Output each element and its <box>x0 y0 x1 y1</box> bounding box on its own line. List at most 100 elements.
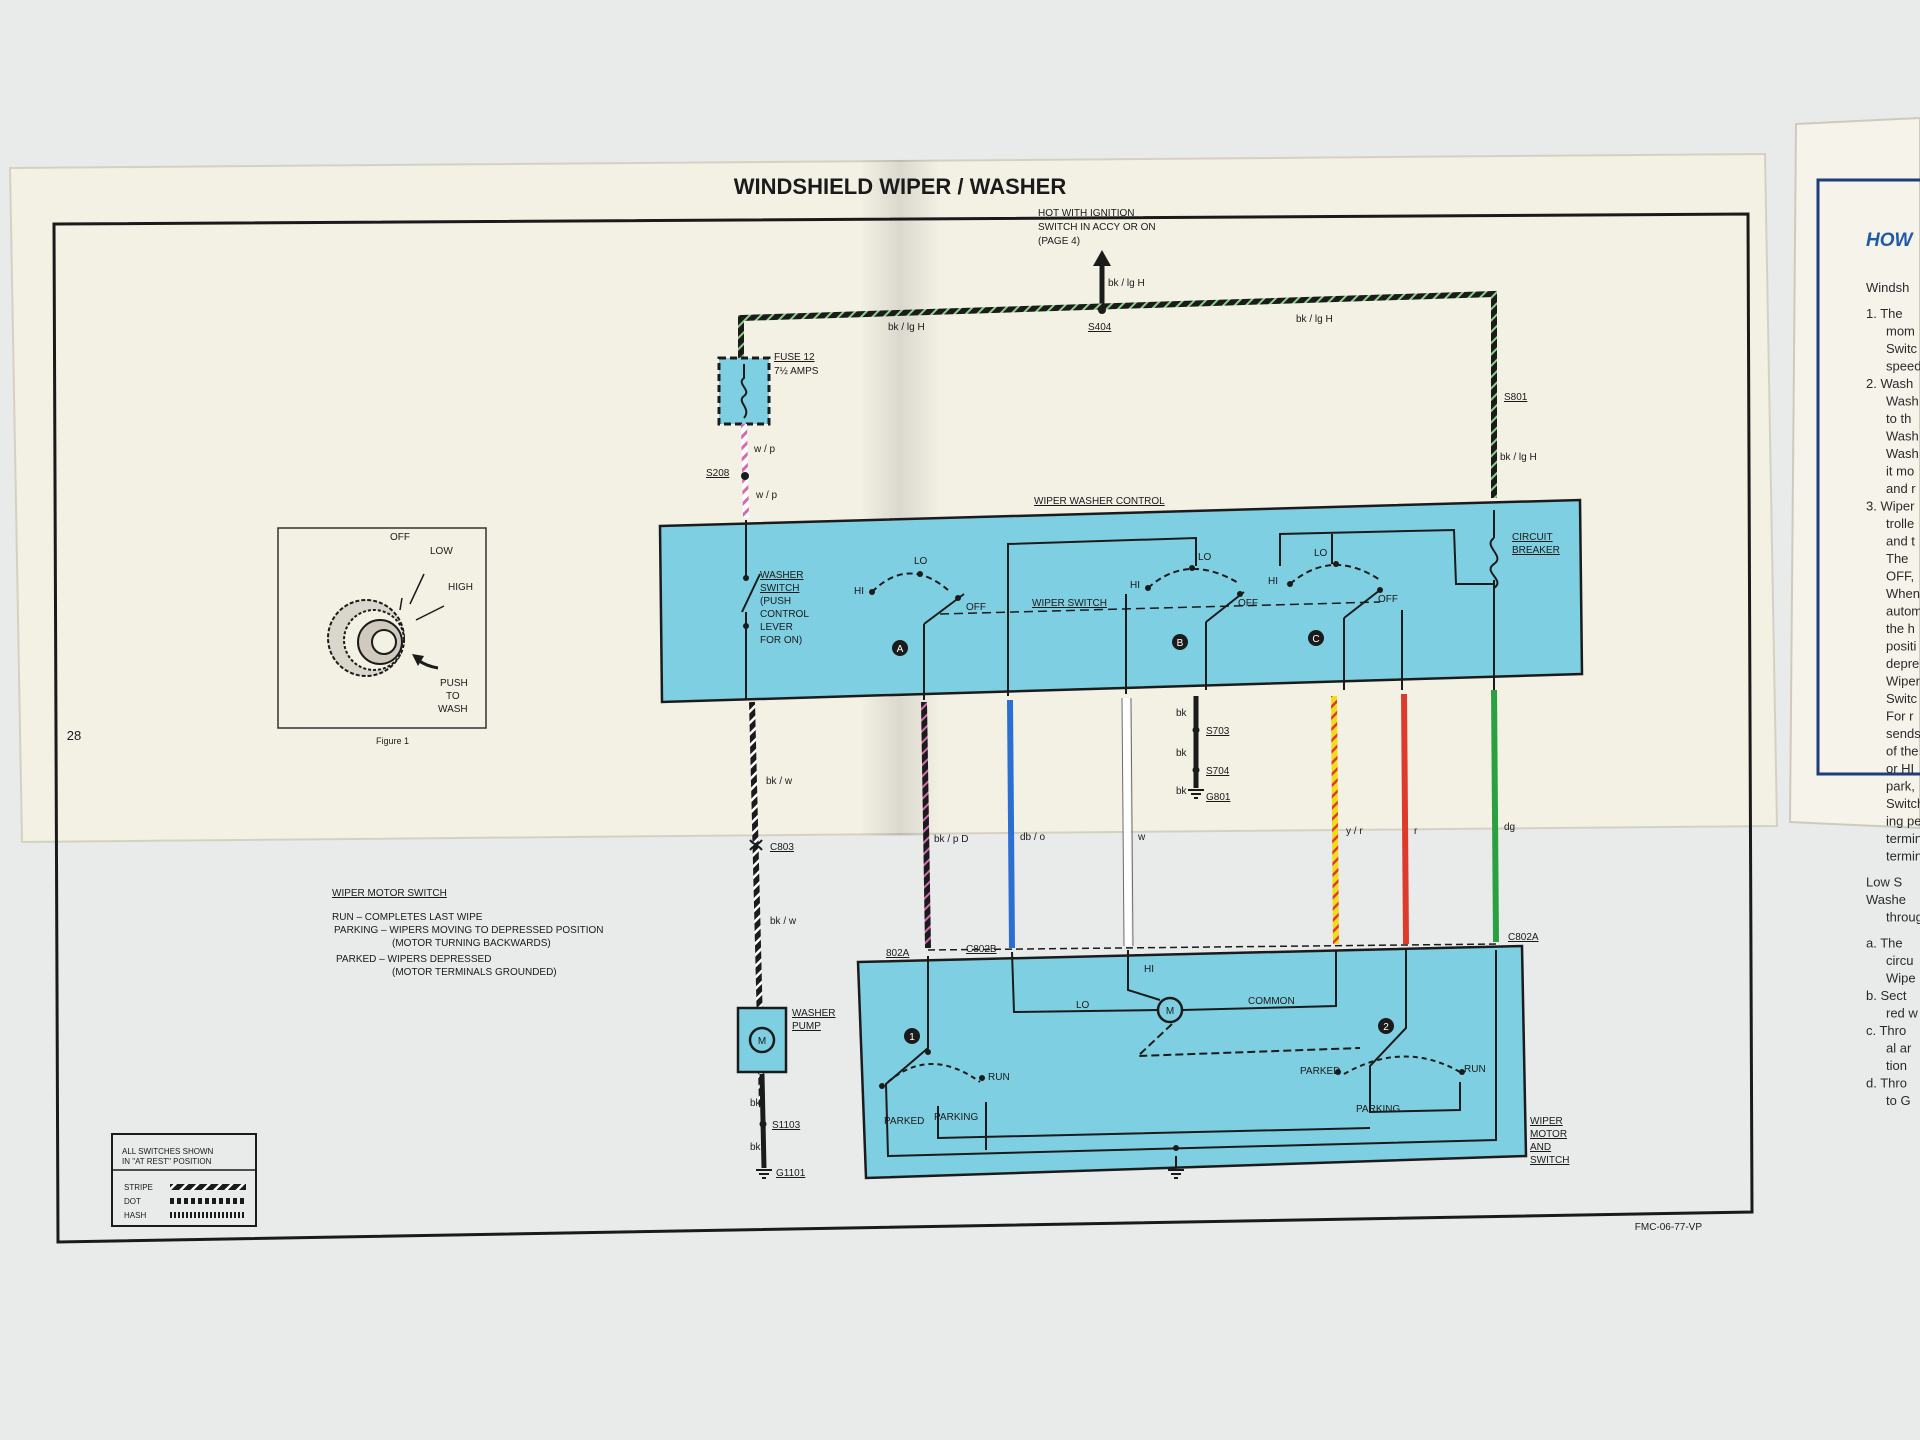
right-page-line: of the <box>1886 744 1919 759</box>
marker-c-label: C <box>1312 634 1319 645</box>
splice-dot <box>1192 726 1200 734</box>
wire-code-label: r <box>1414 826 1418 837</box>
right-page-line: circu <box>1886 953 1913 968</box>
figure-push-label: PUSH <box>440 678 468 689</box>
circuit-breaker-icon <box>1489 537 1499 589</box>
connector-label-c802a: C802A <box>1508 932 1539 943</box>
right-page-line: Wash <box>1886 429 1919 444</box>
label-line: MOTOR <box>1530 1129 1567 1140</box>
motor-parked-label: PARKED <box>1300 1066 1340 1077</box>
right-page-line: speed <box>1886 359 1920 374</box>
wire-code-label: bk / lg H <box>1108 278 1145 289</box>
motor-m-label: M <box>1166 1006 1174 1017</box>
wire-code-label: bk <box>750 1098 762 1109</box>
fuse-label: FUSE 12 <box>774 352 815 363</box>
right-page-line: When <box>1886 586 1920 601</box>
marker-2 <box>1378 1018 1394 1034</box>
marker-1-label: 1 <box>909 1032 915 1043</box>
figure-low-label: LOW <box>430 546 453 557</box>
contact-dot <box>879 1083 885 1089</box>
right-page-line: 3. Wiper <box>1866 499 1915 514</box>
marker-1 <box>904 1028 920 1044</box>
right-page-line: termin <box>1886 831 1920 846</box>
wiper-switch-section-c <box>1289 563 1381 690</box>
wire-code-label: bk / lg H <box>1500 452 1537 463</box>
contact-dot <box>743 575 749 581</box>
splice-label-s704: S704 <box>1206 766 1230 777</box>
notes-line: (MOTOR TERMINALS GROUNDED) <box>392 967 557 978</box>
contact-dot <box>1189 565 1195 571</box>
connector-label-c802b: C802B <box>966 944 997 955</box>
wire-dg <box>1491 689 1499 943</box>
right-page-line: park, <box>1886 779 1915 794</box>
washer-pump-motor-icon <box>748 1026 776 1054</box>
pos-off-label: OFF <box>1238 598 1258 609</box>
pos-lo-label: LO <box>914 556 928 567</box>
wiper-switch-gang-link <box>939 601 1381 615</box>
wiper-knob-icon <box>327 573 445 677</box>
contact-dot <box>1287 581 1293 587</box>
marker-c <box>1308 630 1324 646</box>
right-page-line: Switc <box>1886 691 1918 706</box>
marker-2-label: 2 <box>1383 1022 1389 1033</box>
fuse-element-icon <box>740 364 748 419</box>
right-page-heading: HOW <box>1866 230 1915 251</box>
right-page-line: Wash <box>1886 446 1919 461</box>
contact-dot <box>1145 585 1151 591</box>
wire-code-label: w <box>1137 832 1146 843</box>
wire-y-r <box>1331 695 1339 945</box>
motor-lo-label: LO <box>1076 1000 1090 1011</box>
pump-m-label: M <box>758 1036 766 1047</box>
legend-title: IN "AT REST" POSITION <box>122 1157 212 1166</box>
form-code: FMC-06-77-VP <box>1635 1222 1703 1233</box>
page-title: WINDSHIELD WIPER / WASHER <box>734 174 1067 199</box>
splice-label-s703: S703 <box>1206 726 1230 737</box>
right-page-line: Low S <box>1866 875 1902 890</box>
wire-code-label: db / o <box>1020 832 1045 843</box>
book-page-right <box>1788 116 1920 830</box>
right-page-line: Windsh <box>1866 280 1909 295</box>
right-page-line: OFF, <box>1886 569 1914 584</box>
contact-dot <box>1335 1069 1341 1075</box>
notes-line: PARKING – WIPERS MOVING TO DEPRESSED POS… <box>334 925 604 936</box>
wire-code-label: bk <box>750 1142 762 1153</box>
right-page-line: red w <box>1886 1006 1918 1021</box>
figure-high-label: HIGH <box>448 582 473 593</box>
right-page-line: Wiper <box>1886 674 1920 689</box>
right-page-line: al ar <box>1886 1041 1912 1056</box>
wire-code-label: bk / lg H <box>1296 314 1333 325</box>
washer-pump-label: WASHER <box>792 1008 836 1019</box>
arrow-head-icon <box>1093 250 1111 266</box>
ground-g1101-icon <box>756 1169 772 1179</box>
wiper-washer-control-title: WIPER WASHER CONTROL <box>1034 496 1165 507</box>
splice-dot <box>759 1120 767 1128</box>
right-page-frame <box>1816 178 1920 776</box>
contact-dot <box>925 1049 931 1055</box>
control-internal-wiring <box>1007 510 1495 696</box>
splice-dot <box>741 472 749 480</box>
wiper-washer-control-panel <box>658 498 1584 704</box>
right-page-line: For r <box>1886 709 1914 724</box>
wire-code-label: dg <box>1504 822 1515 833</box>
label-line: WASHER <box>760 570 804 581</box>
contact-dot <box>1459 1069 1465 1075</box>
ground-label-g801: G801 <box>1206 792 1231 803</box>
pos-lo-label: LO <box>1198 552 1212 563</box>
contact-dot <box>979 1075 985 1081</box>
ignition-feed-note: HOT WITH IGNITION SWITCH IN ACCY OR ON (… <box>1038 208 1156 247</box>
legend-item-label: HASH <box>124 1211 146 1220</box>
right-page-line: Wash <box>1886 394 1919 409</box>
notes-line: (MOTOR TURNING BACKWARDS) <box>392 938 551 949</box>
washer-pump-label: PUMP <box>792 1021 821 1032</box>
marker-a <box>892 640 908 656</box>
figure-caption: Figure 1 <box>376 736 409 746</box>
ground-motor-icon <box>1168 1169 1184 1179</box>
wire-db-o <box>1007 699 1015 949</box>
label-line: LEVER <box>760 622 793 633</box>
pos-off-label: OFF <box>966 602 986 613</box>
pos-hi-label: HI <box>854 586 864 597</box>
splice-label-s1103: S1103 <box>772 1120 801 1131</box>
motor-switch-notes: WIPER MOTOR SWITCH RUN – COMPLETES LAST … <box>332 888 604 978</box>
splice-label-s801: S801 <box>1504 392 1528 403</box>
notes-line: RUN – COMPLETES LAST WIPE <box>332 912 483 923</box>
